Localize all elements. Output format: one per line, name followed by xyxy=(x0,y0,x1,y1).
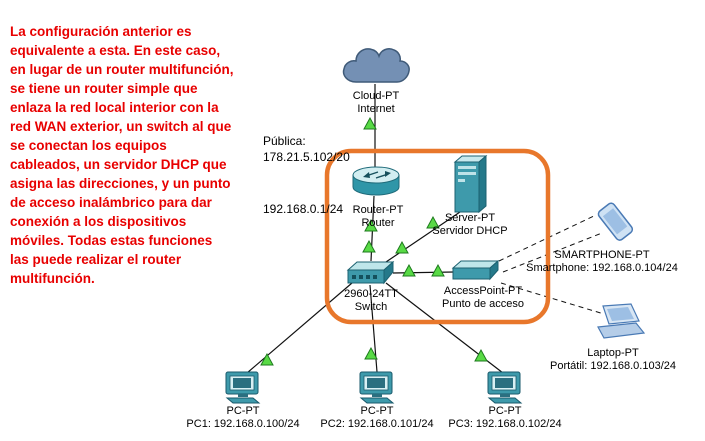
switch-icon[interactable] xyxy=(346,260,395,285)
lan-ip-annotation: 192.168.0.1/24 xyxy=(263,201,343,217)
access-point-model: AccessPoint-PT xyxy=(443,285,523,297)
server-label: Server-PT Servidor DHCP xyxy=(432,212,507,238)
access-point-name: Punto de acceso xyxy=(442,298,524,310)
server-name: Servidor DHCP xyxy=(432,225,508,237)
router-label: Router-PT Router xyxy=(353,204,404,230)
link-switch-server xyxy=(382,211,461,265)
laptop-model: Laptop-PT xyxy=(587,347,639,359)
pc1-icon[interactable] xyxy=(225,371,261,404)
cloud-model: Cloud-PT xyxy=(352,90,400,102)
link-up-arrow xyxy=(363,116,377,130)
server-model: Server-PT xyxy=(444,212,496,224)
router-arrows-icon xyxy=(363,171,391,179)
pc3-label: PC-PT PC3: 192.168.0.102/24 xyxy=(448,405,561,431)
router-model: Router-PT xyxy=(352,204,404,216)
access-point-icon[interactable] xyxy=(451,259,500,281)
pc3-icon[interactable] xyxy=(487,371,523,404)
public-ip-label: Pública: xyxy=(263,134,306,148)
cloud-icon[interactable] xyxy=(342,48,410,83)
link-up-arrow xyxy=(395,240,409,254)
pc1-model: PC-PT xyxy=(226,405,260,417)
link-up-arrow xyxy=(431,263,445,277)
smartphone-model: SMARTPHONE-PT xyxy=(554,249,650,261)
laptop-icon[interactable] xyxy=(597,303,646,339)
highlight-box xyxy=(324,148,551,325)
switch-model: 2960-24TT xyxy=(344,288,398,300)
pc1-label: PC-PT PC1: 192.168.0.100/24 xyxy=(186,405,299,431)
pc1-name: PC1: 192.168.0.100/24 xyxy=(186,418,300,430)
link-up-arrow xyxy=(260,352,274,366)
switch-label: 2960-24TT Switch xyxy=(344,288,398,314)
cloud-name: Internet xyxy=(357,103,395,115)
pc2-icon[interactable] xyxy=(359,371,395,404)
access-point-label: AccessPoint-PT Punto de acceso xyxy=(442,285,524,311)
pc3-model: PC-PT xyxy=(488,405,522,417)
smartphone-name: Smartphone: 192.168.0.104/24 xyxy=(526,262,678,274)
router-name: Router xyxy=(361,217,395,229)
pc2-label: PC-PT PC2: 192.168.0.101/24 xyxy=(320,405,433,431)
pc3-name: PC3: 192.168.0.102/24 xyxy=(448,418,562,430)
smartphone-label: SMARTPHONE-PT Smartphone: 192.168.0.104/… xyxy=(526,249,678,275)
note-text: La configuración anterior es equivalente… xyxy=(10,24,234,286)
switch-name: Switch xyxy=(354,301,388,313)
link-switch-ap xyxy=(392,271,455,274)
link-status-arrows xyxy=(260,116,488,366)
lan-ip-value: 192.168.0.1/24 xyxy=(263,202,344,216)
cloud-label: Cloud-PT Internet xyxy=(353,90,399,116)
public-ip-value: 178.21.5.102/20 xyxy=(263,150,350,164)
link-up-arrow xyxy=(426,215,440,229)
link-up-arrow xyxy=(474,348,488,362)
link-up-arrow xyxy=(402,263,416,277)
pc2-model: PC-PT xyxy=(360,405,394,417)
smartphone-icon[interactable] xyxy=(597,202,634,242)
link-up-arrow xyxy=(364,218,378,232)
public-ip-annotation: Pública: 178.21.5.102/20 xyxy=(263,133,350,165)
laptop-label: Laptop-PT Portátil: 192.168.0.103/24 xyxy=(550,347,676,373)
router-icon[interactable] xyxy=(352,166,400,196)
link-up-arrow xyxy=(362,239,376,253)
laptop-name: Portátil: 192.168.0.103/24 xyxy=(550,360,676,372)
pc2-name: PC2: 192.168.0.101/24 xyxy=(320,418,434,430)
link-switch-pc1 xyxy=(246,282,353,374)
server-icon[interactable] xyxy=(453,154,488,214)
link-up-arrow xyxy=(364,346,378,360)
